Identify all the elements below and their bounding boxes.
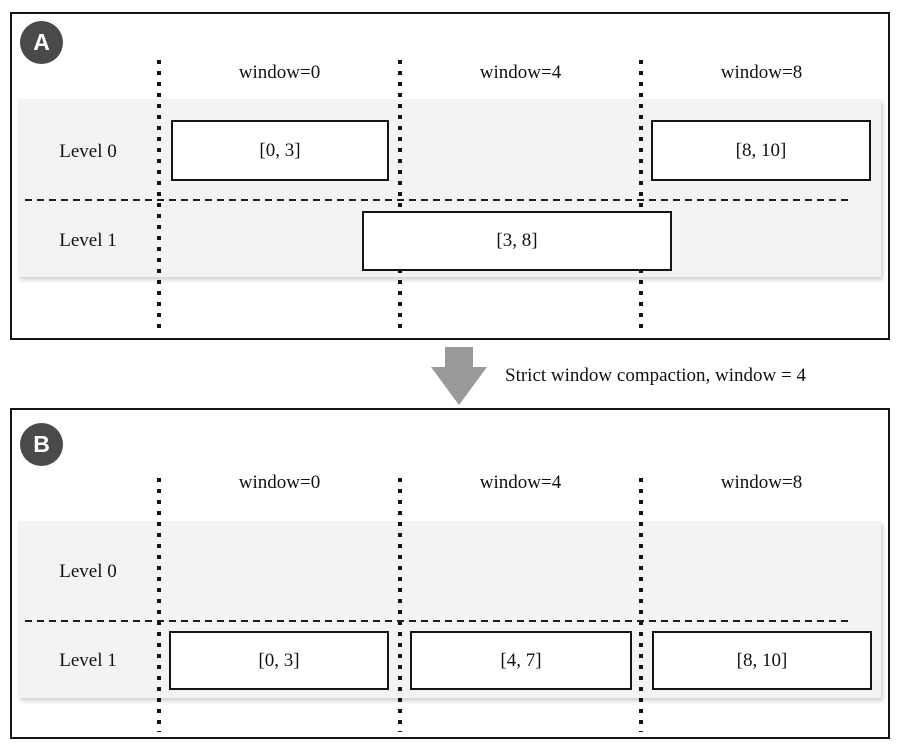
interval-box: [0, 3]	[171, 120, 389, 181]
window-boundary-line	[157, 60, 161, 332]
column-header-window-4: window=4	[479, 472, 562, 493]
interval-box: [8, 10]	[651, 120, 871, 181]
panel-a-badge: A	[20, 21, 63, 64]
level-1-label: Level 1	[59, 230, 117, 251]
down-arrow-icon	[430, 347, 488, 405]
interval-box: [4, 7]	[410, 631, 632, 690]
window-boundary-line	[398, 478, 402, 732]
interval-box: [8, 10]	[652, 631, 872, 690]
column-header-window-8: window=8	[720, 472, 803, 493]
column-header-window-0: window=0	[238, 472, 321, 493]
window-boundary-line	[157, 478, 161, 732]
level-divider-line	[25, 620, 848, 622]
window-boundary-line	[639, 60, 643, 332]
column-header-window-8: window=8	[720, 62, 803, 83]
level-0-label: Level 0	[59, 561, 117, 582]
compaction-arrow-label: Strict window compaction, window = 4	[505, 365, 806, 386]
column-header-window-4: window=4	[479, 62, 562, 83]
level-1-label: Level 1	[59, 650, 117, 671]
column-header-window-0: window=0	[238, 62, 321, 83]
panel-b: B window=0 window=4 window=8 Level 0 Lev…	[10, 408, 890, 739]
window-boundary-line	[398, 60, 402, 332]
level-divider-line	[25, 199, 848, 201]
level-0-label: Level 0	[59, 141, 117, 162]
panel-a: A window=0 window=4 window=8 Level 0 Lev…	[10, 12, 890, 340]
interval-box: [3, 8]	[362, 211, 672, 271]
window-boundary-line	[639, 478, 643, 732]
interval-box: [0, 3]	[169, 631, 389, 690]
panel-b-badge: B	[20, 423, 63, 466]
